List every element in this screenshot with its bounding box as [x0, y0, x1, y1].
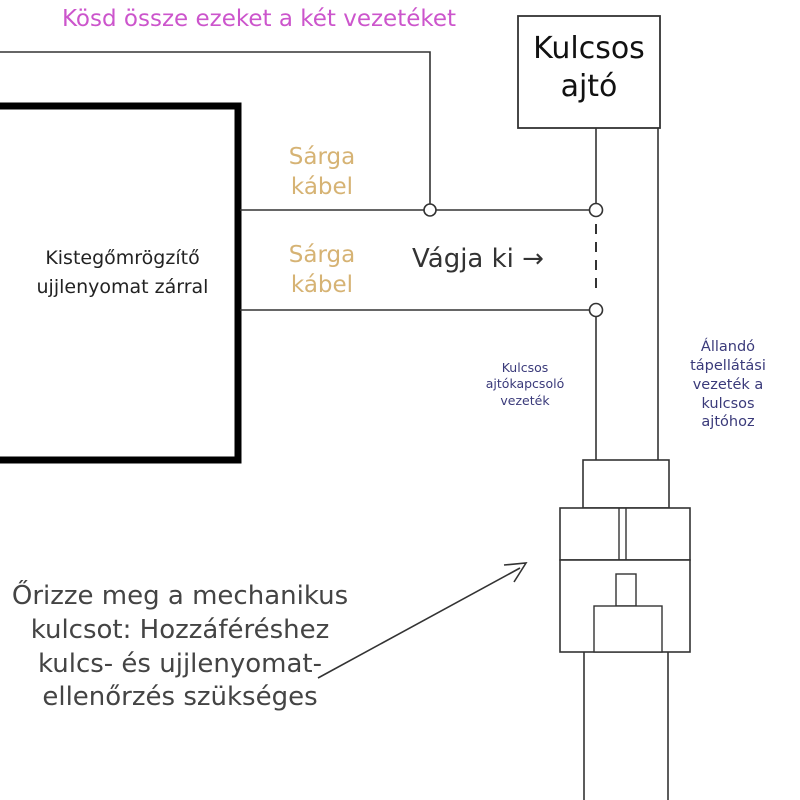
key-door-label: Kulcsos ajtó — [533, 31, 645, 104]
recorder-box — [0, 102, 242, 464]
top-connect-wire — [0, 51, 431, 210]
keep-key-arrow-line — [317, 567, 521, 679]
recorder-label: Kistegőmrögzítő ujjlenyomat zárral — [36, 247, 209, 299]
junction-switch-upper — [588, 202, 604, 218]
keep-key-arrow-head — [503, 562, 528, 583]
yellow-cable-label-1: Sárga kábel — [288, 144, 356, 200]
lock-keyhole-base — [593, 605, 663, 653]
junction-switch-lower — [588, 302, 604, 318]
keep-key-note: Őrizze meg a mechanikus kulcsot: Hozzáfé… — [11, 581, 349, 713]
key-door-box — [517, 15, 661, 129]
lock-keyhole-pin — [615, 573, 637, 607]
switch-wire-label: Kulcsos ajtókapcsoló vezeték — [485, 360, 565, 408]
junction-top-wire — [423, 203, 437, 217]
power-wire-label: Állandó tápellátási vezeték a kulcsos aj… — [690, 339, 766, 431]
lock-top-sleeve — [582, 459, 670, 509]
cut-here-label: Vágja ki → — [412, 244, 544, 274]
yellow-cable-label-2: Sárga kábel — [288, 242, 356, 298]
lock-middle-body — [559, 507, 691, 561]
connect-wires-note: Kösd össze ezeket a két vezetéket — [62, 6, 457, 32]
